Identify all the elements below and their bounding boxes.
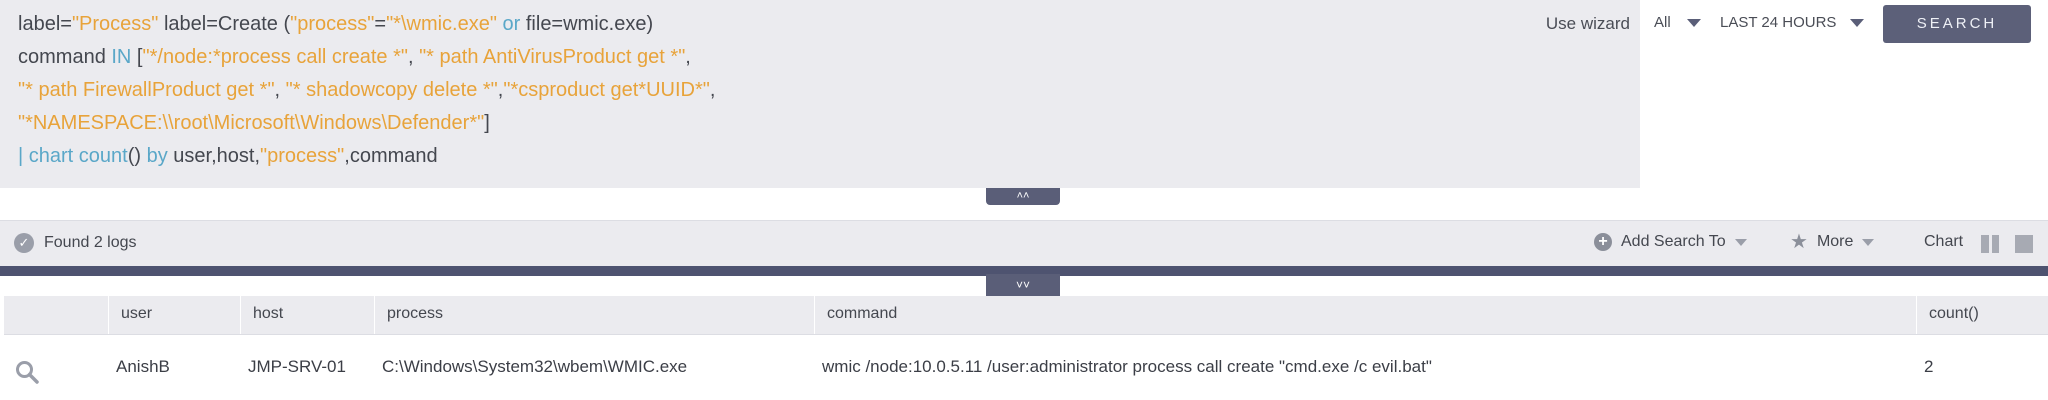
star-icon: ★ <box>1790 231 1808 253</box>
query-token: , <box>497 79 504 101</box>
collapse-query-button[interactable]: ˄˄ <box>986 188 1060 205</box>
double-chevron-down-icon: ˅˅ <box>1015 278 1030 292</box>
query-token: count <box>78 145 128 167</box>
check-circle-icon: ✓ <box>14 233 34 253</box>
query-token: "process" <box>290 13 375 35</box>
query-line-3: "* path FirewallProduct get *", "* shado… <box>18 74 1622 107</box>
query-token: "process" <box>260 145 345 167</box>
add-search-to-menu[interactable]: + Add Search To <box>1594 233 1747 251</box>
cell-host: JMP-SRV-01 <box>248 357 346 376</box>
chevron-down-icon <box>1862 238 1875 246</box>
column-header-actions <box>4 296 108 334</box>
pane-divider[interactable] <box>0 266 2048 276</box>
query-token: "*/node:*process call create *" <box>142 46 408 68</box>
scope-selected: All <box>1654 14 1671 31</box>
chevron-down-icon <box>1850 18 1865 27</box>
collapse-results-button[interactable]: ˅˅ <box>986 274 1060 296</box>
cell-process: C:\Windows\System32\wbem\WMIC.exe <box>382 357 688 376</box>
search-button[interactable]: SEARCH <box>1883 5 2031 43</box>
query-token: "*\wmic.exe" <box>386 13 497 35</box>
more-label: More <box>1816 233 1854 250</box>
table-header: user host process command count() <box>4 296 2048 335</box>
split-view-icon <box>1991 235 1999 253</box>
query-token: "* path FirewallProduct get *" <box>18 79 275 101</box>
query-line-5: | chart count() by user,host,"process",c… <box>18 140 1622 173</box>
query-token: = <box>374 13 387 35</box>
query-token: or <box>502 13 521 35</box>
query-token: user,host, <box>167 145 261 167</box>
query-token: by <box>146 145 168 167</box>
query-token: ,command <box>344 145 438 167</box>
column-header-host[interactable]: host <box>240 296 374 334</box>
query-token: label= <box>18 13 72 35</box>
table-row: AnishB JMP-SRV-01 C:\Windows\System32\wb… <box>4 335 2048 400</box>
query-token: "*NAMESPACE:\\root\Microsoft\Windows\Def… <box>18 112 485 134</box>
query-token: | <box>18 145 29 167</box>
more-menu[interactable]: ★ More <box>1790 231 1875 253</box>
query-token: chart <box>28 145 74 167</box>
found-count: ✓ Found 2 logs <box>14 233 137 253</box>
time-range-dropdown[interactable]: LAST 24 HOURS <box>1720 14 1865 31</box>
full-view-button[interactable] <box>2015 235 2033 253</box>
query-token: () <box>127 145 147 167</box>
plus-circle-icon: + <box>1594 233 1612 251</box>
query-token: "* shadowcopy delete *" <box>285 79 498 101</box>
query-token: "*csproduct get*UUID*" <box>503 79 710 101</box>
chart-toggle[interactable]: Chart <box>1924 233 1963 251</box>
chart-label: Chart <box>1924 233 1964 250</box>
column-header-process[interactable]: process <box>374 296 814 334</box>
query-token: command <box>18 46 112 68</box>
query-editor[interactable]: label="Process" label=Create ("process"=… <box>0 0 1640 188</box>
query-token: "* path AntiVirusProduct get *" <box>419 46 686 68</box>
chevron-down-icon <box>1734 238 1747 246</box>
query-token: , <box>407 46 420 68</box>
time-range-selected: LAST 24 HOURS <box>1720 14 1837 31</box>
add-search-to-label: Add Search To <box>1621 233 1726 250</box>
chevron-down-icon <box>1686 18 1701 27</box>
found-label: Found 2 logs <box>44 234 137 251</box>
scope-dropdown[interactable]: All <box>1654 14 1701 31</box>
query-token: label=Create ( <box>158 13 291 35</box>
query-line-4: "*NAMESPACE:\\root\Microsoft\Windows\Def… <box>18 107 1622 140</box>
column-header-command[interactable]: command <box>814 296 1916 334</box>
query-token: file=wmic.exe) <box>520 13 654 35</box>
double-chevron-up-icon: ˄˄ <box>1016 190 1030 202</box>
query-token: "Process" <box>71 13 159 35</box>
query-token: IN <box>111 46 132 68</box>
column-header-user[interactable]: user <box>108 296 240 334</box>
use-wizard-link[interactable]: Use wizard <box>1545 14 1630 33</box>
magnifier-icon[interactable] <box>14 359 40 385</box>
results-toolbar: ✓ Found 2 logs + Add Search To ★ More Ch… <box>0 220 2048 267</box>
query-token: , <box>274 79 286 101</box>
query-line-1: label="Process" label=Create ("process"=… <box>18 8 1622 41</box>
query-token: , <box>685 46 691 68</box>
cell-count: 2 <box>1924 357 1934 376</box>
split-view-icon <box>1981 235 1989 253</box>
cell-command: wmic /node:10.0.5.11 /user:administrator… <box>822 357 1432 376</box>
cell-user: AnishB <box>116 357 170 376</box>
query-token: ] <box>484 112 490 134</box>
query-line-2: command IN ["*/node:*process call create… <box>18 41 1622 74</box>
split-view-button[interactable] <box>1981 235 1999 253</box>
query-token: [ <box>131 46 143 68</box>
query-token: , <box>709 79 716 101</box>
column-header-count[interactable]: count() <box>1916 296 2048 334</box>
